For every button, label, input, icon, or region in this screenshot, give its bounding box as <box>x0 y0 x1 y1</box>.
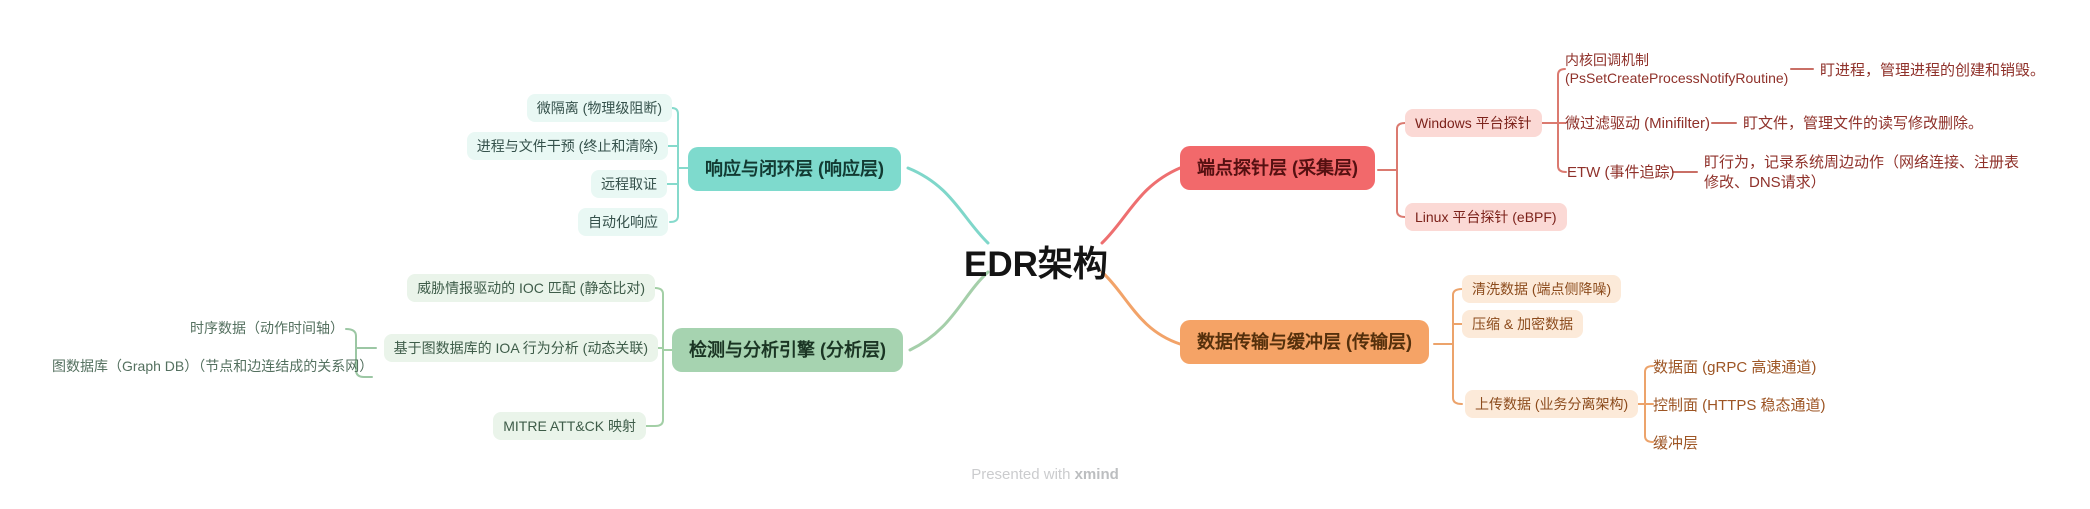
topic-time-series-data[interactable]: 时序数据（动作时间轴） <box>190 320 344 336</box>
topic-windows-probe[interactable]: Windows 平台探针 <box>1405 109 1542 137</box>
topic-endpoint-probe-layer[interactable]: 端点探针层 (采集层) <box>1180 146 1375 190</box>
topic-ioa-analysis[interactable]: 基于图数据库的 IOA 行为分析 (动态关联) <box>383 334 658 362</box>
root-topic[interactable]: EDR架构 <box>964 245 1108 284</box>
bracket-detection <box>645 287 673 427</box>
topic-graph-database[interactable]: 图数据库（Graph DB）（节点和边连结成的关系网） <box>52 358 374 374</box>
edge-root-probe <box>1100 166 1182 245</box>
topic-response-layer[interactable]: 响应与闭环层 (响应层) <box>688 147 901 191</box>
topic-linux-probe[interactable]: Linux 平台探针 (eBPF) <box>1405 203 1567 231</box>
bracket-ioa-children <box>345 328 377 378</box>
watermark-prefix: Presented with <box>971 466 1075 483</box>
note-etw: 盯行为，记录系统周边动作（网络连接、注册表修改、DNS请求） <box>1704 154 2020 191</box>
topic-process-file-intervention[interactable]: 进程与文件干预 (终止和清除) <box>466 132 668 160</box>
topic-minifilter[interactable]: 微过滤驱动 (Minifilter) <box>1565 115 1710 132</box>
note-dashes <box>1672 68 1814 173</box>
note-minifilter: 盯文件，管理文件的读写修改删除。 <box>1743 115 1984 132</box>
topic-kernel-callback[interactable]: 内核回调机制 (PsSetCreateProcessNotifyRoutine) <box>1565 52 1789 86</box>
edge-root-response <box>906 166 990 245</box>
edge-root-detection <box>908 270 990 352</box>
bracket-response <box>666 107 689 223</box>
bracket-windows-children <box>1540 68 1567 173</box>
topic-ioc-matching[interactable]: 威胁情报驱动的 IOC 匹配 (静态比对) <box>407 274 655 302</box>
topic-etw[interactable]: ETW (事件追踪) <box>1567 164 1675 181</box>
topic-remote-forensics[interactable]: 远程取证 <box>591 170 667 198</box>
xmind-watermark: Presented with xmind <box>940 466 1150 483</box>
topic-buffer-layer[interactable]: 缓冲层 <box>1653 435 1699 452</box>
note-kernel-callback: 盯进程，管理进程的创建和销毁。 <box>1820 62 2046 79</box>
bracket-transport <box>1433 288 1463 405</box>
watermark-brand: xmind <box>1074 466 1119 483</box>
topic-micro-isolation[interactable]: 微隔离 (物理级阻断) <box>526 94 672 122</box>
topic-data-cleaning[interactable]: 清洗数据 (端点侧降噪) <box>1462 275 1622 303</box>
topic-control-plane[interactable]: 控制面 (HTTPS 稳态通道) <box>1653 397 1826 414</box>
topic-automated-response[interactable]: 自动化响应 <box>578 208 668 236</box>
topic-detection-engine[interactable]: 检测与分析引擎 (分析层) <box>672 328 903 372</box>
topic-upload-data[interactable]: 上传数据 (业务分离架构) <box>1465 390 1639 418</box>
bracket-probe <box>1377 122 1406 218</box>
topic-data-plane[interactable]: 数据面 (gRPC 高速通道) <box>1653 359 1817 376</box>
topic-compress-encrypt[interactable]: 压缩 & 加密数据 <box>1462 310 1584 338</box>
topic-mitre-attck[interactable]: MITRE ATT&CK 映射 <box>493 412 646 440</box>
edge-root-transport <box>1100 270 1182 346</box>
topic-transport-layer[interactable]: 数据传输与缓冲层 (传输层) <box>1180 320 1429 364</box>
